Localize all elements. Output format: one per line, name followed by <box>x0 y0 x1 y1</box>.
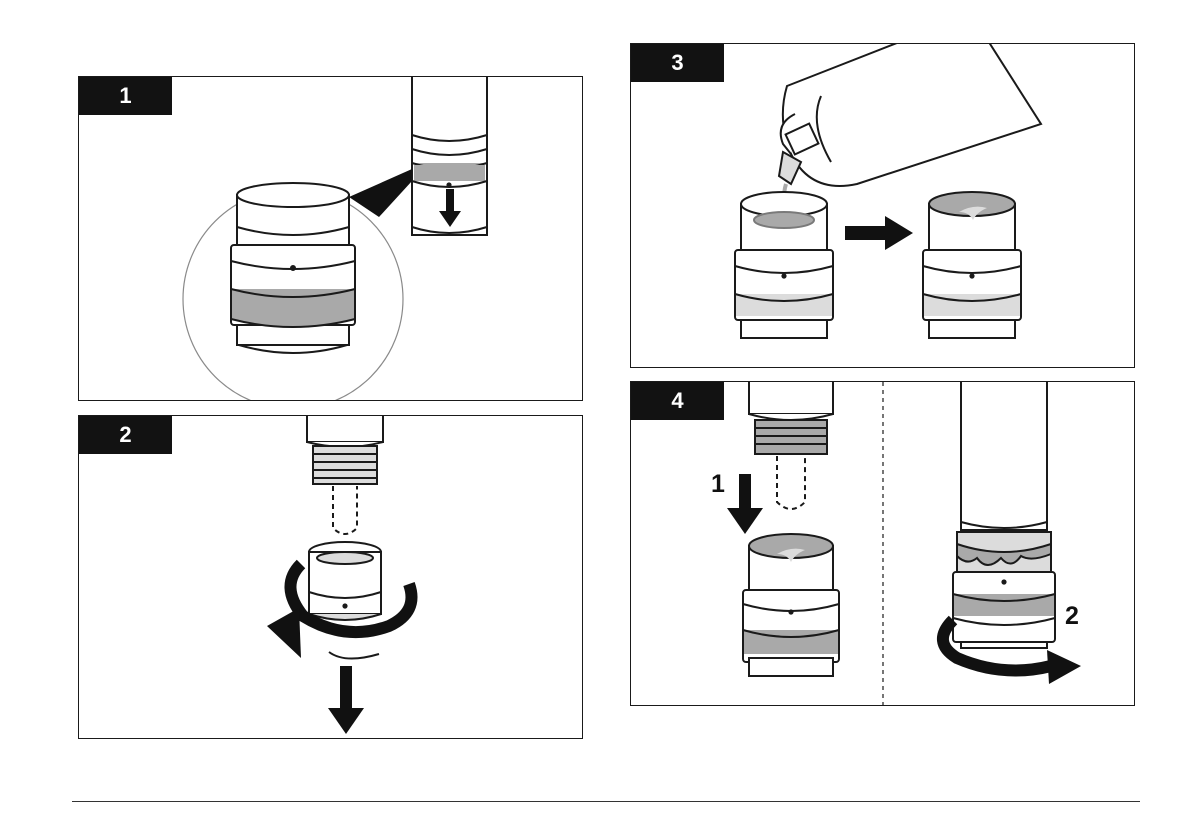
installed-sensor <box>953 382 1055 648</box>
protective-sleeve <box>309 542 381 620</box>
step-1-illustration <box>79 77 583 401</box>
step-3-illustration <box>631 44 1135 368</box>
zoom-pointer <box>349 169 412 217</box>
sub-step-1-label: 1 <box>711 470 725 499</box>
footer-rule <box>72 801 1140 802</box>
rotate-arrow-head <box>267 608 301 658</box>
twist-arrow-head <box>1047 650 1081 684</box>
pull-down-arrow <box>328 666 364 734</box>
sensor-tip <box>307 416 383 534</box>
zoomed-sleeve <box>231 183 355 353</box>
next-arrow <box>845 216 913 250</box>
sleeve-filling <box>735 192 833 338</box>
step-2-illustration <box>79 416 583 739</box>
gel-filled-sleeve <box>743 534 839 676</box>
sleeve-filled <box>923 192 1021 338</box>
step-2-panel: 2 <box>78 415 583 739</box>
sub-step-2-label: 2 <box>1065 602 1079 631</box>
step-3-panel: 3 <box>630 43 1135 368</box>
insert-down-arrow <box>727 474 763 534</box>
step-1-panel: 1 <box>78 76 583 401</box>
step-4-panel: 4 <box>630 381 1135 706</box>
gel-tube <box>779 44 1041 186</box>
step-4-illustration <box>631 382 1135 706</box>
sensor-tip-left <box>749 382 833 509</box>
